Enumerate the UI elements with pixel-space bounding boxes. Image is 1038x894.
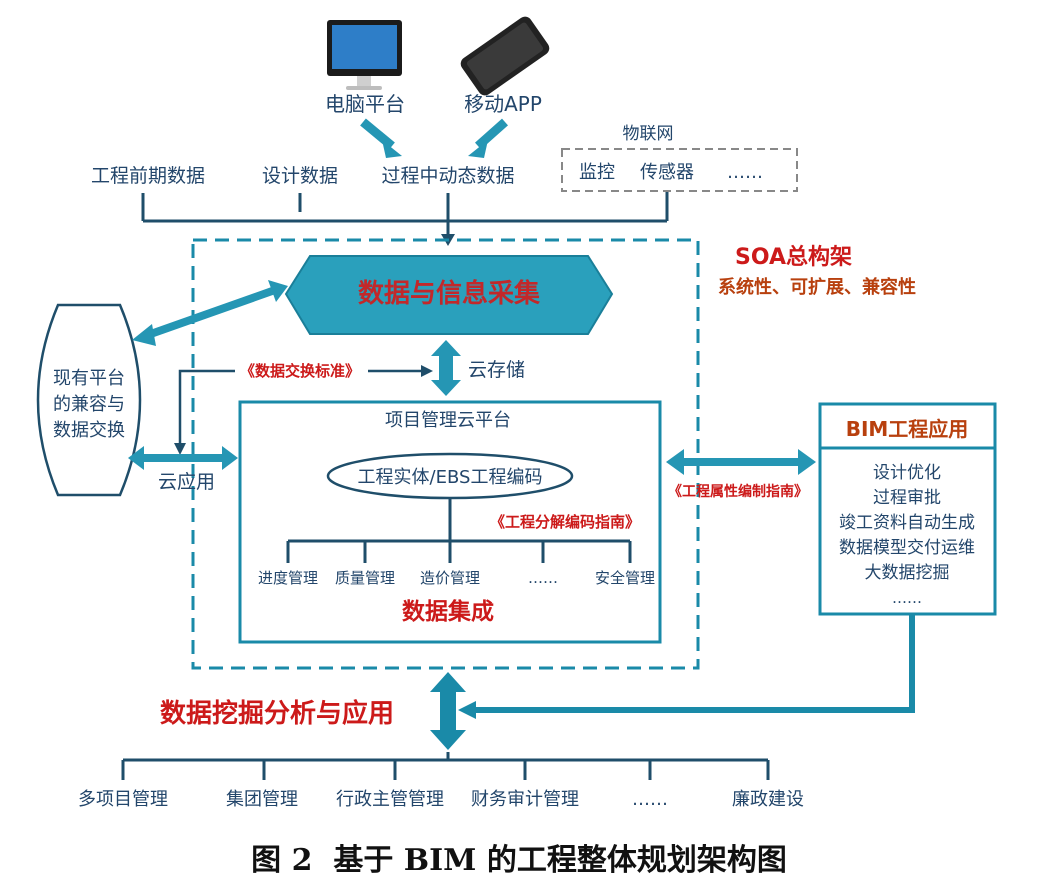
encoding-guide-label: 《工程分解编码指南》 [490,513,640,531]
bottom-integrity: 廉政建设 [732,789,804,810]
module-cost: 造价管理 [420,569,480,587]
iot-monitor: 监控 [579,162,615,183]
collection-hexagon [284,255,614,335]
module-tree [286,498,632,563]
bim-item-approval: 过程审批 [873,488,941,508]
collection-label: 数据与信息采集 [358,278,541,309]
bottom-finance: 财务审计管理 [471,789,579,810]
ebs-label: 工程实体/EBS工程编码 [358,467,543,488]
phone-icon [460,16,550,96]
bim-title: BIM工程应用 [846,417,969,441]
bim-item-completion: 竣工资料自动生成 [839,513,975,533]
module-quality: 质量管理 [335,569,395,587]
arrow-head [382,140,402,158]
device-arrows [360,118,508,150]
input-process-data: 过程中动态数据 [381,165,514,187]
legacy-line-1: 现有平台 [53,368,125,389]
bim-item-design: 设计优化 [873,463,941,483]
iot-box [561,148,798,192]
bim-box [818,402,997,616]
mobile-app-label: 移动APP [464,92,542,116]
soa-title: SOA总构架 [735,244,852,270]
bottom-more: …… [632,789,668,810]
input-design-data: 设计数据 [262,165,338,187]
legacy-line-2: 的兼容与 [53,394,125,415]
integration-label: 数据集成 [402,598,494,625]
iot-more: …… [727,162,763,183]
iot-title: 物联网 [623,124,674,144]
pc-platform-label: 电脑平台 [325,92,405,116]
soa-subtitle: 系统性、可扩展、兼容性 [718,276,916,298]
attribute-guide-label: 《工程属性编制指南》 [668,483,808,500]
cloud-app-label: 云应用 [158,471,215,493]
module-schedule: 进度管理 [258,569,318,587]
legacy-line-3: 数据交换 [53,420,125,441]
input-bus [141,192,669,238]
bottom-group: 集团管理 [226,789,298,810]
cloud-storage-label: 云存储 [468,359,525,381]
module-safety: 安全管理 [595,569,655,587]
bottom-multi-project: 多项目管理 [78,789,168,810]
input-early-data: 工程前期数据 [91,165,205,187]
bottom-tree [121,752,770,780]
exchange-standard-label: 《数据交换标准》 [240,362,360,380]
bottom-admin: 行政主管管理 [336,789,444,810]
computer-icon [327,20,402,90]
platform-title: 项目管理云平台 [385,410,511,431]
bim-item-more: …… [892,589,922,607]
legacy-platform-shape [36,303,142,497]
iot-sensor: 传感器 [640,162,694,183]
arrow-head [468,140,488,158]
bim-item-bigdata: 大数据挖掘 [865,563,950,583]
module-more: …… [528,569,558,587]
mining-label: 数据挖掘分析与应用 [160,698,394,729]
bim-item-model: 数据模型交付运维 [839,538,975,558]
figure-caption: 图 2 基于 BIM 的工程整体规划架构图 [251,843,787,878]
